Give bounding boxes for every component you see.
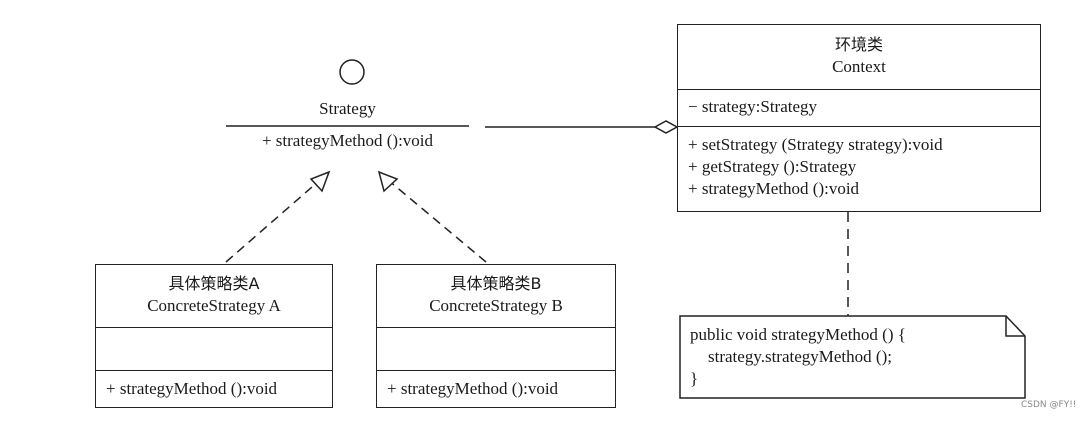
class-attribute: − strategy:Strategy	[678, 89, 1040, 126]
note-line: strategy.strategyMethod ();	[708, 347, 892, 366]
class-cn-name: 具体策略类B	[450, 274, 542, 293]
context-class: 环境类 Context − strategy:Strategy + setStr…	[677, 24, 1041, 212]
class-method: + strategyMethod ():void	[377, 370, 615, 407]
class-method: + getStrategy ():Strategy	[688, 157, 857, 176]
class-name: ConcreteStrategy A	[147, 296, 281, 315]
class-name: Context	[832, 57, 886, 76]
realization-a-arrowhead-icon	[309, 170, 331, 193]
class-cn-name: 环境类	[834, 35, 883, 54]
attributes-section	[96, 327, 332, 370]
note-shape	[679, 315, 1026, 399]
interface-name: Strategy	[319, 99, 376, 118]
note-line: }	[690, 369, 699, 388]
aggregation-diamond-icon	[653, 120, 679, 134]
interface-circle-icon	[339, 59, 365, 85]
methods-section: + setStrategy (Strategy strategy):void +…	[678, 126, 1040, 200]
class-method: + strategyMethod ():void	[96, 370, 332, 407]
class-method: + strategyMethod ():void	[688, 179, 860, 198]
realization-a-line	[225, 179, 321, 263]
attributes-section	[377, 327, 615, 370]
class-cn-name: 具体策略类A	[168, 274, 260, 293]
note-line: public void strategyMethod () {	[690, 325, 906, 344]
concrete-strategy-b-class: 具体策略类B ConcreteStrategy B + strategyMeth…	[376, 264, 616, 408]
realization-b-arrowhead-icon	[377, 170, 399, 193]
class-method: + setStrategy (Strategy strategy):void	[688, 135, 943, 154]
interface-method: + strategyMethod ():void	[261, 131, 434, 150]
realization-b-line	[387, 179, 487, 263]
concrete-strategy-a-class: 具体策略类A ConcreteStrategy A + strategyMeth…	[95, 264, 333, 408]
note-text: public void strategyMethod () { strategy…	[690, 324, 906, 390]
class-name: ConcreteStrategy B	[429, 296, 563, 315]
watermark: CSDN @FY!!	[1021, 400, 1077, 410]
note-fold-icon	[1005, 316, 1025, 337]
